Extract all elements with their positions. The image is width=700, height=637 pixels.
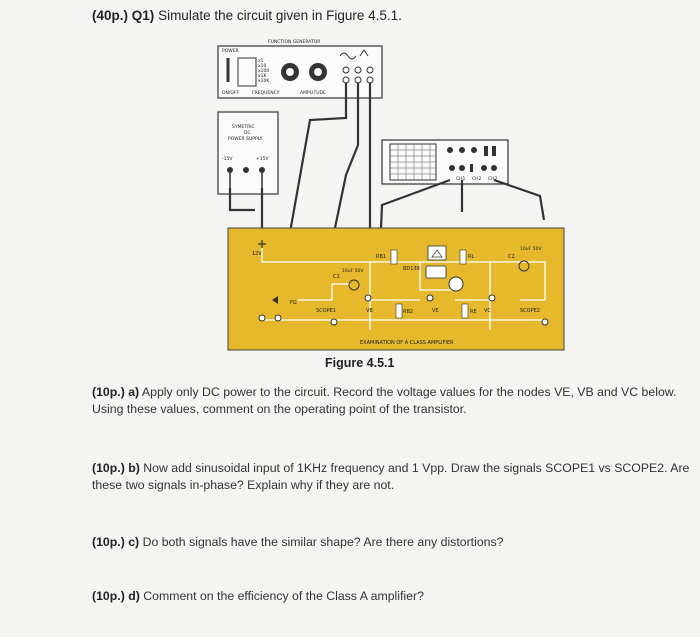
- svg-text:RB2: RB2: [403, 309, 413, 315]
- part-c-marks: (10p.): [92, 535, 125, 549]
- svg-text:VE: VE: [432, 308, 439, 314]
- svg-text:VB: VB: [366, 308, 373, 314]
- scope-ch2-label: CH2: [472, 176, 482, 182]
- board-supply-label: 12V: [252, 251, 262, 257]
- question-number: Q1): [131, 8, 155, 23]
- svg-text:10uF 50V: 10uF 50V: [342, 268, 364, 274]
- part-d: (10p.) d) Comment on the efficiency of t…: [92, 588, 692, 605]
- resistor-rb2: RB2: [395, 303, 413, 319]
- oscilloscope: CH1 CH2 CH2: [381, 139, 509, 185]
- resistor-rb1: RB1: [376, 249, 398, 265]
- circuit-board: 12V C1 10uF 50V RB1 BD139: [227, 227, 565, 351]
- scope1-label: SCOPE1: [316, 308, 336, 314]
- figure-caption: Figure 4.5.1: [325, 356, 395, 370]
- part-d-marks: (10p.): [92, 589, 125, 603]
- svg-text:VC: VC: [484, 308, 491, 314]
- circuit-figure: FUNCTION GENERATOR POWER ON/OFF FREQUENC…: [217, 39, 565, 351]
- ps-title-1: SYMETRIC: [232, 124, 255, 130]
- svg-text:BD139: BD139: [403, 266, 420, 272]
- part-b-label: b): [128, 461, 140, 475]
- vc-point: VC: [484, 294, 496, 314]
- board-title: EXAMINATION OF A CLASS AMPLIFIER: [360, 340, 454, 346]
- fg-range-3: x100: [258, 68, 269, 74]
- svg-text:10uF 50V: 10uF 50V: [520, 246, 542, 252]
- fg-range-4: x1K: [258, 73, 268, 79]
- part-a-text: Apply only DC power to the circuit. Reco…: [92, 385, 677, 416]
- capacitor-c1: C1 10uF 50V: [333, 268, 364, 291]
- svg-text:C1: C1: [333, 274, 340, 280]
- fg-range-1: x1: [258, 58, 264, 64]
- question-marks: (40p.): [92, 8, 129, 23]
- fg-range-5: x10K: [258, 78, 270, 84]
- svg-text:C2: C2: [508, 254, 515, 260]
- part-c: (10p.) c) Do both signals have the simil…: [92, 534, 692, 551]
- question-text: Simulate the circuit given in Figure 4.5…: [158, 8, 402, 23]
- part-d-text: Comment on the efficiency of the Class A…: [143, 589, 424, 603]
- part-c-text: Do both signals have the similar shape? …: [142, 535, 504, 549]
- transistor: BD139: [403, 245, 464, 292]
- scope-ch1-label: CH1: [456, 176, 466, 182]
- ve-point: VE: [426, 294, 439, 314]
- fg-frequency-label: FREQUENCY: [252, 90, 280, 96]
- fg-input: FG: [258, 296, 297, 322]
- part-a-label: a): [128, 385, 140, 399]
- svg-text:SCOPE2: SCOPE2: [520, 308, 540, 314]
- scope2-terminal: SCOPE2: [520, 308, 549, 326]
- fg-title: FUNCTION GENERATOR: [268, 39, 320, 45]
- fg-range-selector: x1 x10 x100 x1K x10K: [237, 57, 270, 87]
- fg-frequency-knob: [281, 63, 299, 81]
- power-supply: SYMETRIC DC POWER SUPPLY -15V +15V: [217, 111, 279, 195]
- instrument-wires: [228, 83, 546, 301]
- part-c-label: c): [128, 535, 140, 549]
- fg-power-label: POWER: [222, 48, 239, 54]
- fg-range-2: x10: [258, 63, 267, 69]
- ps-title-3: POWER SUPPLY: [228, 136, 263, 142]
- ps-pos-label: +15V: [256, 156, 269, 162]
- resistor-rl: RL: [459, 249, 474, 265]
- vb-point: VB: [364, 294, 373, 314]
- fg-amplitude-knob: [309, 63, 327, 81]
- function-generator: FUNCTION GENERATOR POWER ON/OFF FREQUENC…: [217, 39, 383, 99]
- fg-amplitude-label: AMPLITUDE: [300, 90, 326, 96]
- fg-onoff-label: ON/OFF: [222, 90, 240, 96]
- resistor-re: RE: [461, 303, 477, 319]
- ps-title-2: DC: [244, 130, 251, 136]
- capacitor-c2: C2 10uF 50V: [508, 246, 542, 272]
- part-b-marks: (10p.): [92, 461, 125, 475]
- ps-neg-label: -15V: [222, 156, 233, 162]
- scope-ch2b-label: CH2: [488, 176, 498, 182]
- part-a: (10p.) a) Apply only DC power to the cir…: [92, 384, 692, 418]
- svg-text:RB1: RB1: [376, 254, 386, 260]
- part-b-text: Now add sinusoidal input of 1KHz frequen…: [92, 461, 690, 492]
- question-title: (40p.) Q1) Simulate the circuit given in…: [92, 8, 402, 23]
- part-a-marks: (10p.): [92, 385, 125, 399]
- part-d-label: d): [128, 589, 140, 603]
- svg-text:RL: RL: [468, 254, 474, 260]
- svg-text:RE: RE: [470, 309, 477, 315]
- part-b: (10p.) b) Now add sinusoidal input of 1K…: [92, 460, 692, 494]
- svg-text:FG: FG: [290, 300, 297, 306]
